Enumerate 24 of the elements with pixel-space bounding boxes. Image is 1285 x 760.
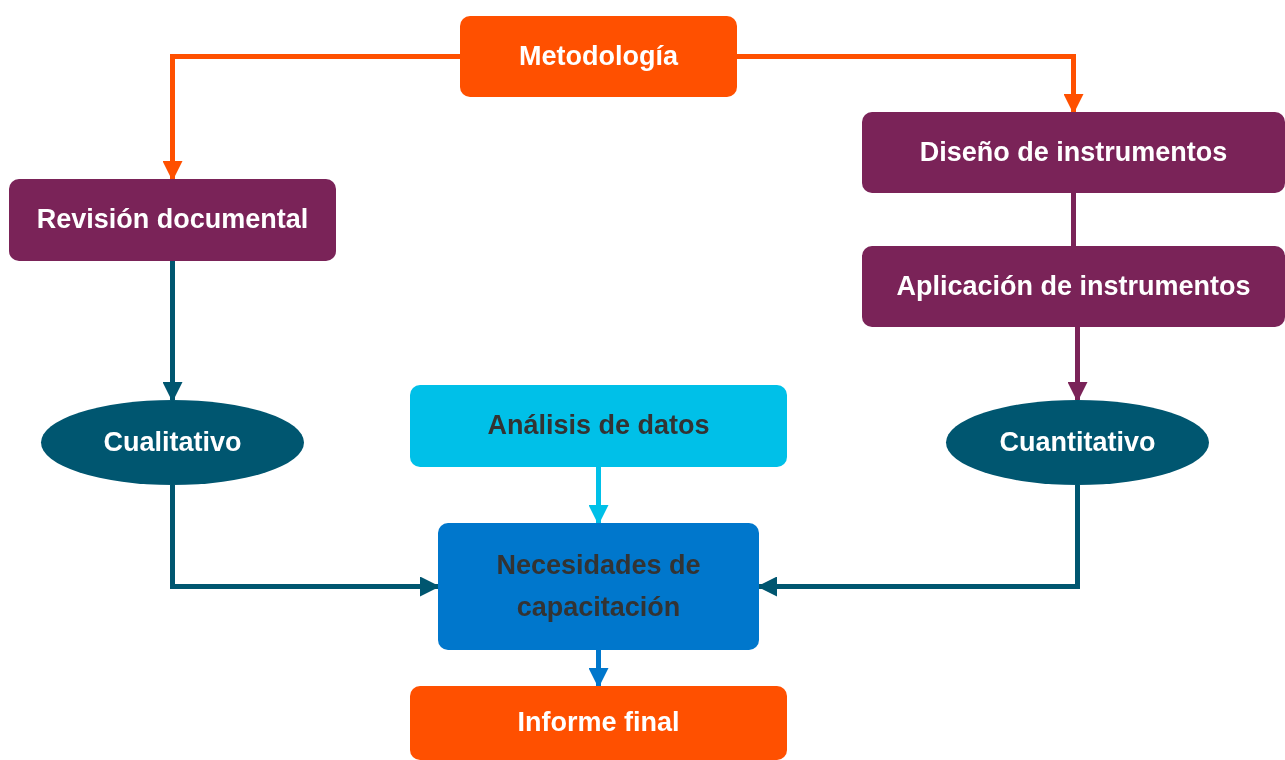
node-label: Cuantitativo [999,425,1156,459]
node-label: Análisis de datos [487,409,710,443]
node-label: Diseño de instrumentos [919,135,1228,169]
arrow [737,54,1084,114]
process-box [410,385,787,467]
node-label: Necesidades de capacitación [495,548,702,624]
process-box [460,16,737,97]
arrow [1067,327,1088,402]
process-box [862,246,1285,327]
process-box [9,179,336,261]
arrow [170,485,440,597]
arrow [588,467,609,525]
arrow [757,485,1080,597]
arrow [588,650,609,688]
node-label: Metodología [519,39,678,73]
process-box [438,523,759,650]
node-label: Informe final [517,706,680,740]
arrow [162,261,183,402]
node-label: Aplicación de instrumentos [896,269,1251,303]
node-label: Cualitativo [103,425,242,459]
process-box [410,686,787,760]
process-box [862,112,1285,193]
node-label: Revisión documental [36,203,309,237]
arrow [162,54,460,181]
